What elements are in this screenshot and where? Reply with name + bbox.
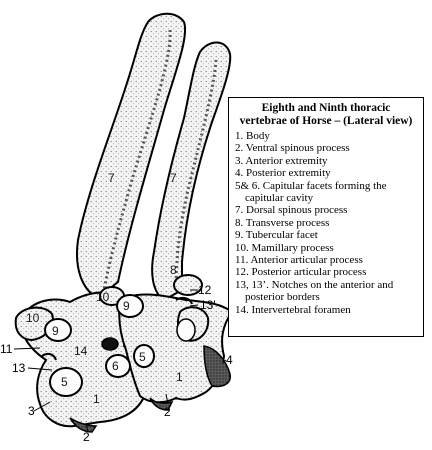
legend-item-text: 4. Posterior extremity <box>235 167 331 180</box>
legend-item: 2. Ventral spinous process <box>235 142 417 154</box>
capitular-facet-eighth <box>49 367 83 397</box>
legend-item: 14. Intervertebral foramen <box>235 304 417 316</box>
legend-item: 7. Dorsal spinous process <box>235 204 417 216</box>
label-anterior-articular-process: 11 <box>0 342 13 356</box>
label-posterior-articular-process: 12 <box>198 283 212 297</box>
legend-item-text: 13, 13’. Notches on the anterior and <box>235 278 394 291</box>
legend-item-text: 7. Dorsal spinous process <box>235 204 348 217</box>
label-intervertebral-foramen: 14 <box>74 344 88 358</box>
spinous-process-left-shading <box>102 29 172 291</box>
leader-lines <box>13 289 227 433</box>
tubercular-facet-ninth <box>116 294 144 318</box>
legend-box: Eighth and Ninth thoracic vertebrae of H… <box>228 97 424 337</box>
legend-title-line-1: Eighth and Ninth thoracic <box>261 102 391 114</box>
legend-item-continuation: capitular cavity <box>245 192 314 205</box>
label-capitular-facet-eighth: 5 <box>61 375 68 389</box>
legend-item: 12. Posterior articular process <box>235 266 417 278</box>
label-dorsal-spinous-process-left: 7 <box>108 171 115 185</box>
label-dorsal-spinous-process-right: 7 <box>170 171 177 185</box>
notch-anterior <box>41 352 57 361</box>
legend-item: 9. Tubercular facet <box>235 229 417 241</box>
label-ventral-spinous-process-ninth: 2 <box>164 405 171 419</box>
legend-item: 10. Mamillary process <box>235 242 417 254</box>
spinous-process-right-shading <box>174 59 218 291</box>
legend-item-continuation: posterior borders <box>245 291 320 304</box>
label-capitular-facet-ninth-posterior: 6 <box>112 359 119 373</box>
label-tubercular-facet-ninth: 9 <box>123 299 130 313</box>
costal-facet-posterior <box>176 318 196 342</box>
label-tubercular-facet-eighth: 9 <box>52 324 59 338</box>
posterior-extremity <box>203 345 231 388</box>
legend-item-text: 12. Posterior articular process <box>235 266 367 279</box>
spinous-process-left <box>76 12 186 300</box>
label-transverse-process: 8 <box>170 263 177 277</box>
ventral-spinous-process-ninth <box>149 397 174 411</box>
legend-item: 11. Anterior articular process <box>235 254 417 266</box>
label-mamillary-process-eighth: 10 <box>26 311 40 325</box>
legend-item-text: 14. Intervertebral foramen <box>235 303 351 316</box>
label-notch-anterior: 13 <box>12 361 26 375</box>
label-anterior-extremity: 3 <box>28 404 35 418</box>
label-body-eighth: 1 <box>93 392 100 406</box>
label-capitular-facet-ninth-anterior: 5 <box>139 350 146 364</box>
legend-item: 4. Posterior extremity <box>235 167 417 179</box>
legend-item: 3. Anterior extremity <box>235 155 417 167</box>
legend-title: Eighth and Ninth thoracic vertebrae of H… <box>235 102 417 128</box>
label-posterior-extremity: 4 <box>226 353 233 367</box>
label-notch-posterior: 13' <box>200 298 216 312</box>
legend-item-text: 1. Body <box>235 130 270 142</box>
label-mamillary-process-ninth: 10 <box>96 290 110 304</box>
intervertebral-foramen <box>101 337 119 351</box>
legend-item-text: 2. Ventral spinous process <box>235 142 350 155</box>
legend-item-text: 11. Anterior articular process <box>235 254 363 267</box>
label-body-ninth: 1 <box>176 370 183 384</box>
legend-item-text: 3. Anterior extremity <box>235 154 328 167</box>
tubercular-facet-eighth <box>44 318 72 342</box>
label-ventral-spinous-process-eighth: 2 <box>83 430 90 444</box>
legend-item-text: 8. Transverse process <box>235 216 330 229</box>
legend-item-text: 5& 6. Capitular facets forming the <box>235 179 387 192</box>
capitular-facet-ninth-posterior <box>105 354 131 378</box>
legend-item: 1. Body <box>235 130 417 142</box>
notch-posterior <box>175 296 193 305</box>
legend-title-line-2: vertebrae of Horse – (Lateral view) <box>239 115 413 127</box>
ventral-spinous-process-eighth <box>69 417 98 433</box>
capitular-facet-ninth-anterior <box>133 344 155 368</box>
legend-item: 8. Transverse process <box>235 217 417 229</box>
legend-item-text: 9. Tubercular facet <box>235 229 318 242</box>
legend-item-text: 10. Mamillary process <box>235 241 334 254</box>
